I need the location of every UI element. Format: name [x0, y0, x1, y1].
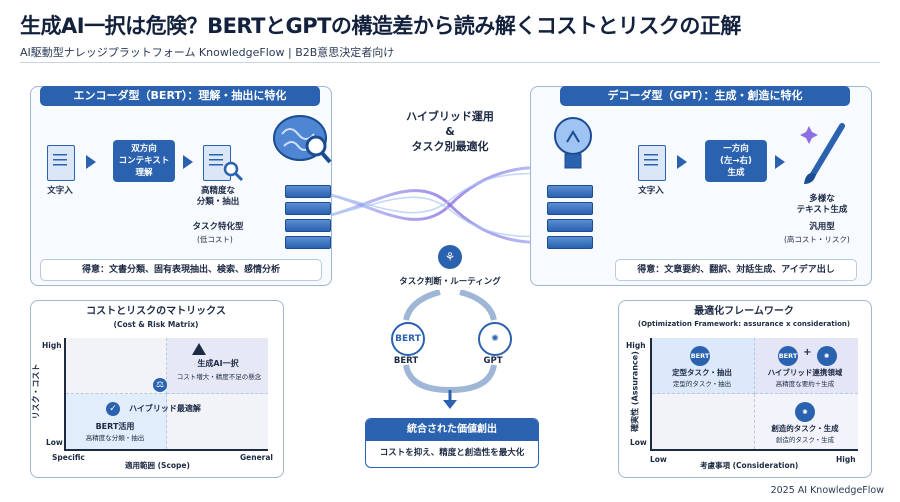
- fw-q4-gpt-badge: ✺: [795, 399, 815, 422]
- magnifier-icon: [223, 161, 244, 182]
- footer-copyright: 2025 AI KnowledgeFlow: [770, 485, 884, 496]
- encoder-output-label: 高精度な 分類・抽出: [196, 186, 240, 207]
- fw-q1-bert-badge: BERT: [690, 343, 710, 366]
- cost-x-axis-label: 適用範囲 (Scope): [125, 461, 190, 470]
- value-title: 統合された価値創出: [366, 419, 538, 441]
- decoder-process-main: 一方向: [723, 144, 749, 154]
- decoder-model-label: 汎用型: [809, 222, 835, 232]
- fw-q2-bert-badge: BERT: [778, 346, 798, 366]
- routing-label: タスク判断・ルーティング: [399, 277, 501, 287]
- encoder-process-box: 双方向 コンテキスト 理解: [113, 140, 175, 182]
- page-subtitle: AI駆動型ナレッジプラットフォーム KnowledgeFlow | B2B意思決…: [20, 46, 395, 59]
- encoder-output-doc-icon: [203, 145, 231, 181]
- cost-x-low: Specific: [52, 453, 85, 462]
- decoder-process-box: 一方向 (左→右) 生成: [705, 140, 767, 182]
- fw-x-high: High: [836, 455, 856, 464]
- gpt-badge-icon: ✺: [816, 346, 837, 366]
- encoder-input-doc-icon: [47, 145, 75, 181]
- cost-x-high: General: [240, 453, 273, 462]
- decoder-input-label: 文字入: [638, 186, 664, 196]
- encoder-panel: [30, 86, 332, 286]
- page-title: 生成AI一択は危険？BERTとGPTの構造差から読み解くコストとリスクの正解: [20, 14, 741, 38]
- cost-bert-sub: 高精度な分類・抽出: [85, 434, 145, 442]
- hybrid-heading-1: ハイブリッド運用: [406, 110, 494, 123]
- encoder-arrow-2-icon: [183, 155, 193, 169]
- header-divider: [20, 62, 880, 63]
- fw-plus: +: [803, 347, 812, 358]
- decoder-input-doc-icon: [638, 145, 666, 181]
- encoder-model-sub: (低コスト): [197, 235, 233, 244]
- routing-hub-icon: ⚘: [438, 245, 462, 269]
- cost-matrix-title: コストとリスクのマトリックス: [86, 306, 226, 317]
- fw-q2-badges: BERT + ✺: [778, 343, 837, 366]
- fw-y-high: High: [626, 341, 646, 350]
- brain-icon: [273, 115, 332, 164]
- fw-x-low: Low: [650, 455, 667, 464]
- bert-route-icon: BERT: [391, 322, 425, 356]
- decoder-model-stack-icon: [547, 185, 593, 249]
- decoder-arrow-2-icon: [775, 155, 785, 169]
- value-box: 統合された価値創出 コストを抑え、精度と創造性を最大化: [365, 418, 539, 468]
- routing-arrows: [403, 290, 497, 409]
- cost-gen-sub: コスト増大・精度不足の懸念: [176, 373, 262, 381]
- decoder-process-sub: 生成: [727, 168, 745, 178]
- cost-y-high: High: [42, 341, 62, 350]
- gpt-route-icon: ✺: [478, 322, 512, 356]
- decoder-process-dir: (左→右): [720, 156, 752, 166]
- fw-q4-sub: 創造的タスク・生成: [775, 436, 835, 444]
- cost-hybrid-label: ハイブリッド最適解: [129, 404, 201, 413]
- cost-y-low: Low: [46, 438, 63, 447]
- encoder-model-label: タスク特化型: [192, 222, 244, 232]
- fw-q1-title: 定型タスク・抽出: [672, 368, 732, 377]
- encoder-title: エンコーダ型（BERT）：理解・抽出に特化: [40, 86, 320, 106]
- paintbrush-icon: [800, 123, 845, 184]
- cost-y-axis-label: リスク・コスト: [31, 363, 41, 420]
- hybrid-heading-3: タスク別最適化: [411, 140, 489, 153]
- bert-route-label: BERT: [393, 356, 419, 366]
- encoder-input-label: 文字入: [47, 186, 73, 196]
- cost-matrix-grid: [64, 338, 268, 451]
- encoder-arrow-1-icon: [86, 155, 96, 169]
- decoder-strength: 得意：文章要約、翻訳、対話生成、アイデア出し: [615, 259, 857, 281]
- checkmark-icon: ✓: [106, 402, 120, 416]
- encoder-model-stack-icon: [285, 185, 331, 249]
- warning-icon: [192, 343, 206, 355]
- encoder-strength: 得意：文書分類、固有表現抽出、検索、感情分析: [40, 259, 322, 281]
- decoder-arrow-1-icon: [677, 155, 687, 169]
- cost-gen-title: 生成AI一択: [197, 359, 239, 368]
- fw-y-low: Low: [630, 438, 647, 447]
- decoder-model-sub: (高コスト・リスク): [784, 235, 850, 244]
- decoder-title: デコーダ型（GPT）：生成・創造に特化: [560, 86, 850, 106]
- hybrid-heading-2: &: [445, 125, 455, 138]
- fw-q4-title: 創造的タスク・生成: [771, 424, 839, 433]
- framework-subtitle: (Optimization Framework: assurance x con…: [637, 320, 851, 328]
- fw-q1-sub: 定型的タスク・抽出: [672, 380, 732, 388]
- fw-x-axis-label: 考慮事項 (Consideration): [700, 461, 799, 470]
- decoder-output-label: 多様な テキスト生成: [796, 194, 848, 215]
- framework-title: 最適化フレームワーク: [694, 306, 794, 317]
- cost-bert-title: BERT活用: [95, 422, 135, 431]
- lightbulb-icon: [554, 117, 592, 169]
- fw-q2-sub: 高精度な要約＋生成: [775, 380, 835, 388]
- value-sub: コストを抑え、精度と創造性を最大化: [379, 448, 525, 458]
- cost-matrix-subtitle: (Cost & Risk Matrix): [113, 320, 199, 329]
- gpt-route-label: GPT: [483, 356, 503, 366]
- fw-y-axis-label: 確実性 (Assurance): [630, 351, 640, 432]
- framework-grid: [650, 338, 858, 451]
- fw-q2-title: ハイブリッド連携領域: [767, 368, 843, 377]
- balance-scale-icon: ⚖: [153, 378, 167, 392]
